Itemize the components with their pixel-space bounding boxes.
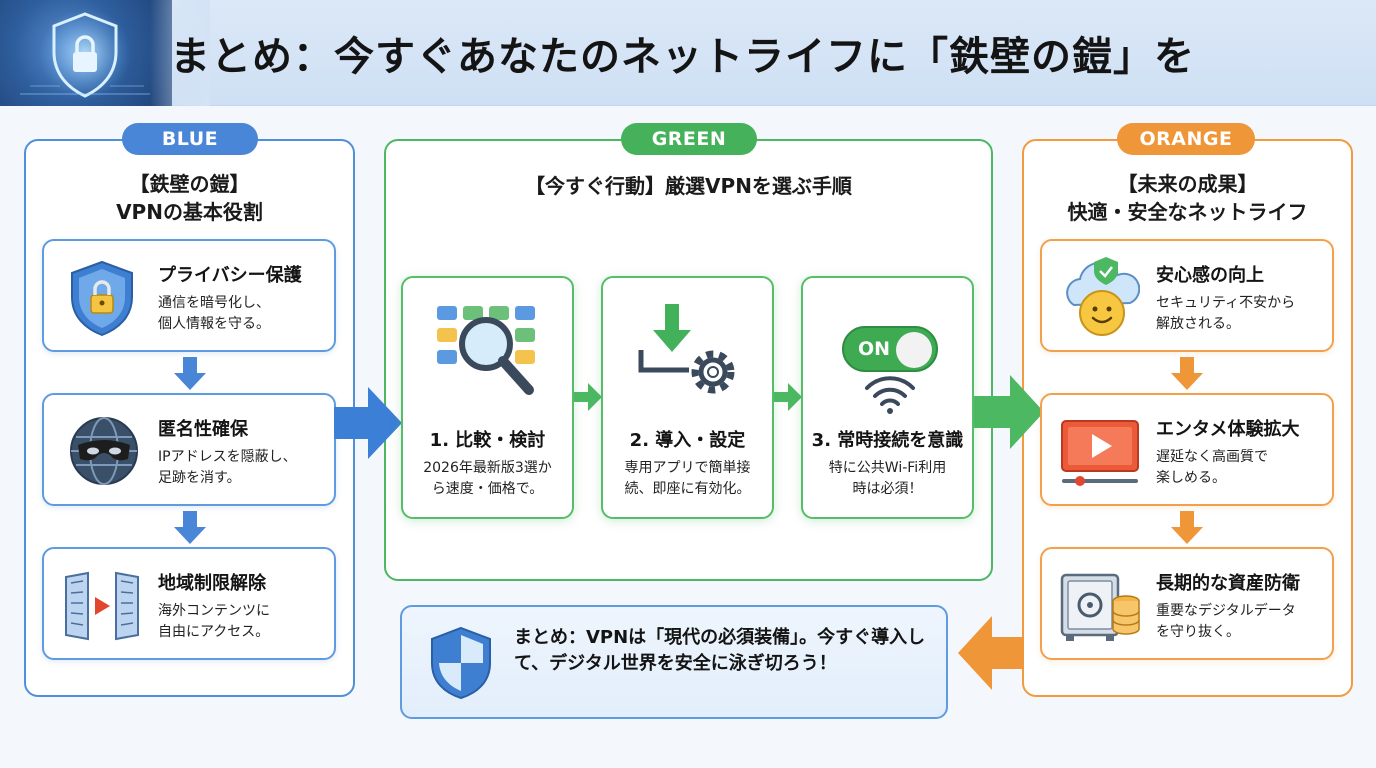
anonymity-desc: IPアドレスを隠蔽し、 足跡を消す。	[158, 447, 297, 489]
arrow-right-blue-icon	[334, 387, 402, 459]
orange-tag: ORANGE	[1117, 123, 1255, 155]
peace-of-mind-desc-line1: セキュリティ不安から	[1156, 295, 1296, 311]
geo-unblock-desc-line1: 海外コンテンツに	[158, 603, 270, 619]
video-player-icon	[1061, 420, 1139, 486]
step-compare-desc-line2: ら速度・価格で。	[431, 481, 544, 497]
compare-magnifier-icon	[437, 306, 535, 395]
privacy-desc: 通信を暗号化し、 個人情報を守る。	[158, 293, 270, 335]
wifi-icon	[865, 376, 915, 414]
entertainment-desc: 遅延なく高画質で 楽しめる。	[1156, 447, 1268, 489]
entertainment-desc-line2: 楽しめる。	[1156, 470, 1226, 486]
privacy-desc-line1: 通信を暗号化し、	[158, 295, 270, 311]
step-install-card: 2. 導入・設定 専用アプリで簡単接 続、即座に有効化。	[601, 276, 774, 519]
step-install-title: 2. 導入・設定	[629, 430, 746, 451]
step-install-desc-line2: 続、即座に有効化。	[624, 481, 751, 497]
privacy-title: プライバシー保護	[158, 265, 302, 286]
asset-defense-desc-line1: 重要なデジタルデータ	[1156, 603, 1296, 619]
step-always-on-card: ON 3. 常時接続を意識 特に公共Wi-Fi利用 時は必須！	[801, 276, 974, 519]
arrow-right-green-icon	[574, 383, 602, 411]
anonymity-desc-line1: IPアドレスを隠蔽し、	[158, 449, 297, 465]
arrow-right-green-icon	[774, 383, 802, 411]
blue-panel-title: 【鉄壁の鎧】 VPNの基本役割	[26, 170, 353, 226]
open-door-icon	[65, 571, 139, 641]
step-always-on-title: 3. 常時接続を意識	[811, 430, 964, 451]
on-toggle-wifi-icon: ON	[842, 326, 938, 372]
toggle-on-label: ON	[858, 338, 891, 360]
geo-unblock-title: 地域制限解除	[158, 573, 266, 594]
arrow-right-big-green-icon	[974, 375, 1044, 449]
header-fade	[150, 0, 210, 106]
entertainment-desc-line1: 遅延なく高画質で	[1156, 449, 1268, 465]
anonymity-card: 匿名性確保 IPアドレスを隠蔽し、 足跡を消す。	[42, 393, 336, 506]
privacy-card: プライバシー保護 通信を暗号化し、 個人情報を守る。	[42, 239, 336, 352]
arrow-down-icon	[1171, 357, 1203, 390]
arrow-left-orange-icon	[958, 616, 1024, 690]
page-title: まとめ：今すぐあなたのネットライフに「鉄壁の鎧」を	[170, 34, 1195, 80]
asset-defense-desc-line2: を守り抜く。	[1156, 624, 1240, 640]
asset-defense-title: 長期的な資産防衛	[1156, 573, 1300, 594]
peace-of-mind-title: 安心感の向上	[1156, 265, 1264, 286]
peace-of-mind-card: 安心感の向上 セキュリティ不安から 解放される。	[1040, 239, 1334, 352]
peace-of-mind-desc-line2: 解放される。	[1156, 316, 1240, 332]
glowing-shield-lock-icon	[20, 8, 150, 100]
arrow-down-icon	[174, 511, 206, 544]
step-compare-title: 1. 比較・検討	[429, 430, 546, 451]
header: まとめ：今すぐあなたのネットライフに「鉄壁の鎧」を	[0, 0, 1376, 106]
arrow-down-icon	[174, 357, 206, 390]
step-compare-card: 1. 比較・検討 2026年最新版3選か ら速度・価格で。	[401, 276, 574, 519]
asset-defense-card: 長期的な資産防衛 重要なデジタルデータ を守り抜く。	[1040, 547, 1334, 660]
step-always-on-desc: 特に公共Wi-Fi利用 時は必須！	[811, 458, 964, 500]
entertainment-title: エンタメ体験拡大	[1156, 419, 1300, 440]
safe-database-icon	[1060, 573, 1140, 641]
blue-tag: BLUE	[122, 123, 258, 155]
masked-globe-icon	[70, 417, 138, 485]
step-always-on-desc-line1: 特に公共Wi-Fi利用	[828, 460, 947, 476]
step-compare-desc: 2026年最新版3選か ら速度・価格で。	[411, 458, 564, 500]
orange-title-line1: 【未来の成果】	[1117, 172, 1258, 196]
anonymity-title: 匿名性確保	[158, 419, 248, 440]
blue-title-line1: 【鉄壁の鎧】	[129, 172, 250, 196]
orange-panel-title: 【未来の成果】 快適・安全なネットライフ	[1024, 170, 1351, 226]
step-compare-desc-line1: 2026年最新版3選か	[423, 460, 552, 476]
geo-unblock-card: 地域制限解除 海外コンテンツに 自由にアクセス。	[42, 547, 336, 660]
shield-icon	[431, 626, 491, 700]
orange-title-line2: 快適・安全なネットライフ	[1067, 200, 1308, 224]
anonymity-desc-line2: 足跡を消す。	[158, 470, 241, 486]
toggle-knob	[896, 332, 932, 368]
header-shield-art	[0, 0, 172, 106]
peace-of-mind-desc: セキュリティ不安から 解放される。	[1156, 293, 1295, 335]
arrow-down-icon	[1171, 511, 1203, 544]
asset-defense-desc: 重要なデジタルデータ を守り抜く。	[1156, 601, 1296, 643]
shield-lock-icon	[71, 260, 133, 337]
green-panel-title: 【今すぐ行動】厳選VPNを選ぶ手順	[525, 174, 852, 198]
geo-unblock-desc: 海外コンテンツに 自由にアクセス。	[158, 601, 270, 643]
privacy-desc-line2: 個人情報を守る。	[158, 316, 270, 332]
step-install-desc-line1: 専用アプリで簡単接	[624, 460, 751, 476]
geo-unblock-desc-line2: 自由にアクセス。	[158, 624, 270, 640]
smiling-cloud-icon	[1066, 257, 1140, 336]
green-tag: GREEN	[621, 123, 757, 155]
step-always-on-desc-line2: 時は必須！	[852, 481, 923, 497]
download-gear-icon	[638, 304, 735, 394]
summary-text: まとめ：VPNは「現代の必須装備」。今すぐ導入して、デジタル世界を安全に泳ぎ切ろ…	[514, 627, 926, 674]
step-install-desc: 専用アプリで簡単接 続、即座に有効化。	[611, 458, 764, 500]
entertainment-card: エンタメ体験拡大 遅延なく高画質で 楽しめる。	[1040, 393, 1334, 506]
blue-title-line2: VPNの基本役割	[116, 200, 263, 224]
summary-box: まとめ：VPNは「現代の必須装備」。今すぐ導入して、デジタル世界を安全に泳ぎ切ろ…	[400, 605, 948, 719]
